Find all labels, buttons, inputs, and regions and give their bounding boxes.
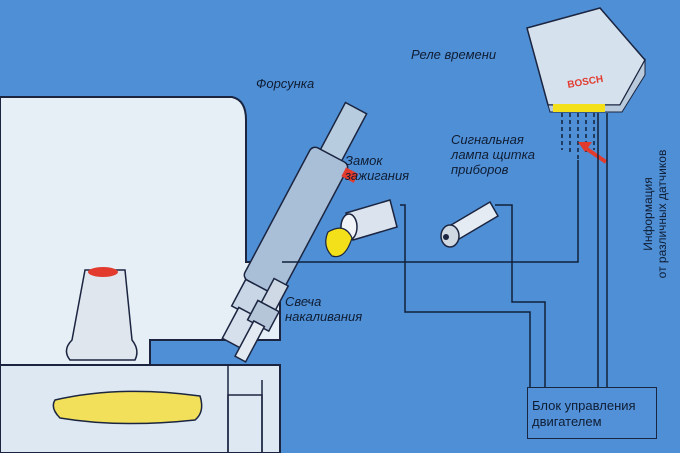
engine-control-unit <box>527 387 657 439</box>
sensors-info-label: Информация от различных датчиков <box>641 134 669 294</box>
lamp-label-line2: лампа щитка <box>451 147 535 162</box>
engine-block <box>0 96 281 366</box>
sensor-arrow-icon <box>578 142 608 164</box>
wiring <box>282 113 608 387</box>
valve-tip <box>88 267 118 277</box>
ignition-label-line1: Замок <box>345 153 383 168</box>
valve <box>65 269 138 361</box>
ignition-switch <box>325 199 398 258</box>
sensors-label-line2: от различных датчиков <box>655 149 669 279</box>
injector-label: Форсунка <box>256 76 315 91</box>
lamp-label-line3: приборов <box>451 162 509 177</box>
signal-lamp-label: Сигнальная лампа щитка приборов <box>451 132 535 177</box>
glow-plug-label: Свеча накаливания <box>285 294 362 324</box>
relay-unit <box>526 7 646 113</box>
plug-label-line2: накаливания <box>285 309 363 324</box>
relay-label: Реле времени <box>411 47 497 62</box>
signal-lamp <box>440 200 500 248</box>
glow-plug <box>233 277 290 363</box>
ecu-label: Блок управления двигателем <box>532 398 636 430</box>
ecu-label-line1: Блок управления <box>532 398 636 413</box>
ignition-switch-label: Замок зажигания <box>345 153 409 183</box>
plug-label-line1: Свеча <box>285 294 322 309</box>
sensors-label-line1: Информация <box>641 177 655 251</box>
lamp-label-line1: Сигнальная <box>451 132 524 147</box>
ignition-label-line2: зажигания <box>345 168 410 183</box>
ecu-label-line2: двигателем <box>532 414 602 429</box>
combustion-chamber <box>52 390 203 425</box>
